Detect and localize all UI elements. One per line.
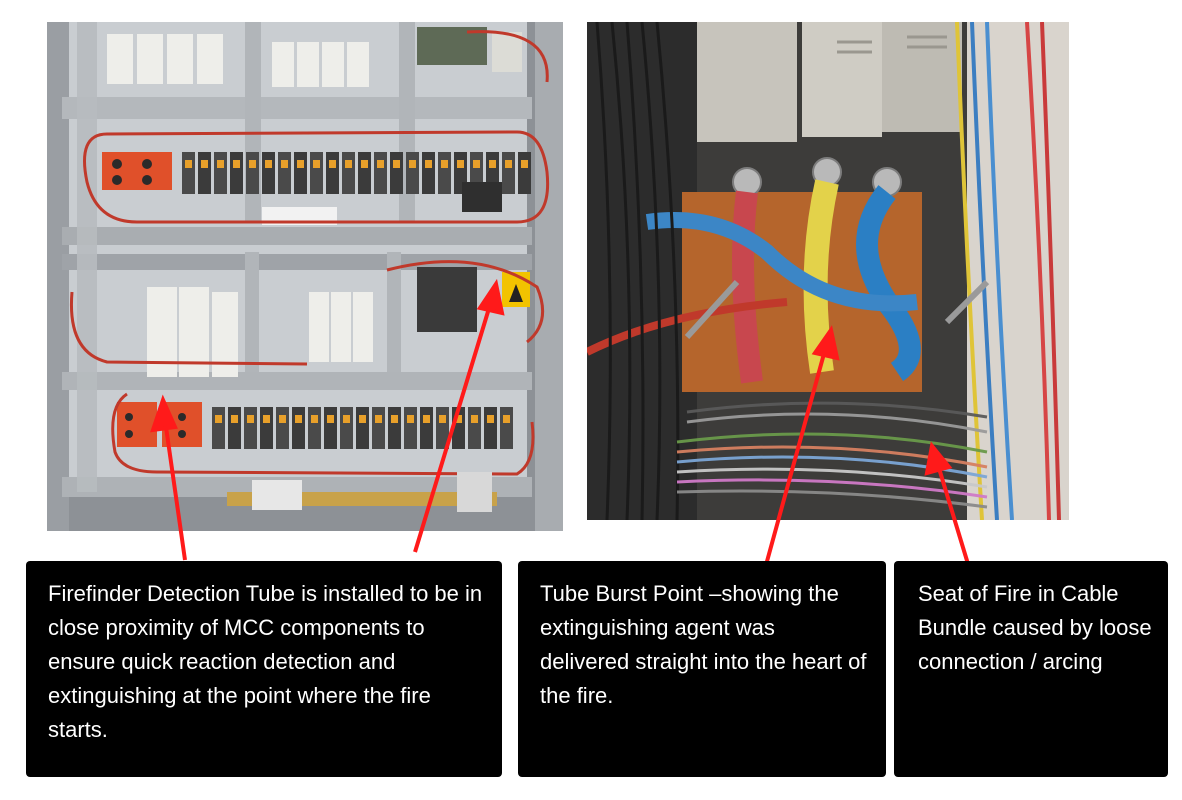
arrow-to-burst-point xyxy=(764,349,827,566)
seat-of-fire-caption-text: Seat of Fire in Cable Bundle caused by l… xyxy=(918,581,1152,674)
tube-burst-point-caption: Tube Burst Point –showing the extinguish… xyxy=(518,561,886,777)
arrowhead-seat-of-fire xyxy=(924,441,953,476)
tube-burst-point-caption-text: Tube Burst Point –showing the extinguish… xyxy=(540,581,867,708)
arrowhead-burst-point xyxy=(811,325,840,361)
arrowhead-upper-tube xyxy=(476,278,505,316)
mcc-cabinet-photo xyxy=(47,22,563,531)
seat-of-fire-caption: Seat of Fire in Cable Bundle caused by l… xyxy=(894,561,1168,777)
arrow-to-seat-of-fire xyxy=(936,464,970,565)
detection-tube-caption-text: Firefinder Detection Tube is installed t… xyxy=(48,581,483,742)
cable-bundle-photo xyxy=(587,22,1069,520)
arrow-to-upper-tube xyxy=(413,304,492,553)
arrow-to-left-tube xyxy=(163,419,187,561)
arrowhead-left-tube xyxy=(150,394,178,433)
detection-tube-caption: Firefinder Detection Tube is installed t… xyxy=(26,561,502,777)
